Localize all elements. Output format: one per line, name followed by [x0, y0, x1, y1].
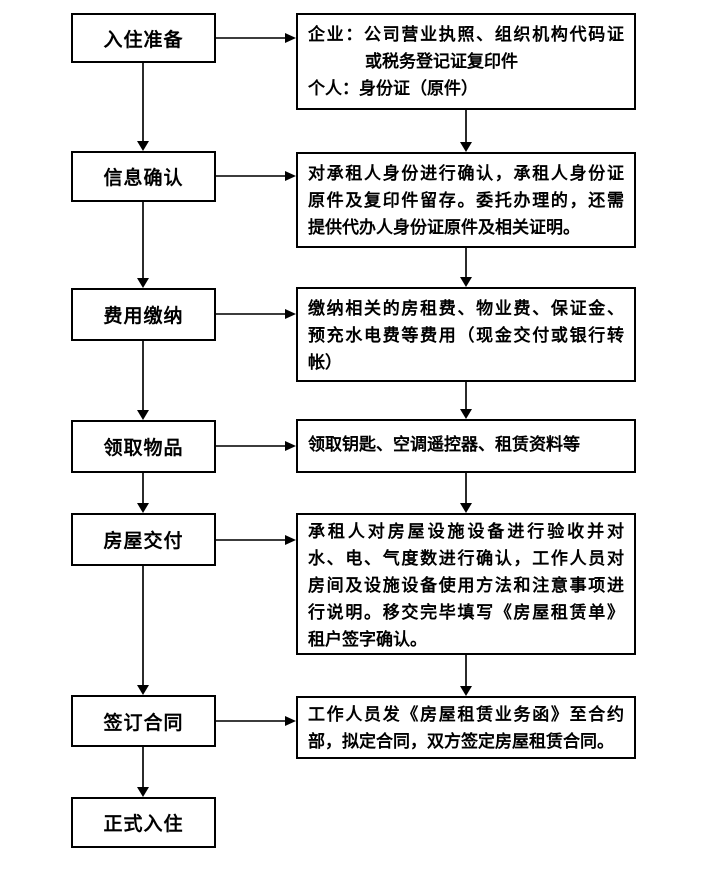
- desc-box-pay-fees: 缴纳相关的房租费、物业费、保证金、 预充水电费等费用（现金交付或银行转 帐）: [296, 287, 636, 382]
- step-label-sign-contract: 签订合同: [103, 712, 184, 734]
- arrowhead-right-icon: [285, 535, 296, 545]
- desc-line: 租户签字确认。: [308, 630, 427, 649]
- step-label-confirm-info: 信息确认: [103, 168, 184, 189]
- connector-line-h3: [216, 313, 286, 315]
- arrowhead-down-icon: [460, 686, 472, 696]
- step-box-move-in: 正式入住: [71, 797, 216, 848]
- connector-line-h4: [216, 445, 286, 447]
- desc-line: 原件及复印件留存。委托办理的，还需: [308, 191, 624, 210]
- arrowhead-down-icon: [137, 503, 149, 513]
- desc-line: 帐）: [308, 353, 342, 372]
- connector-line-vr5: [465, 655, 467, 686]
- connector-line-vr3: [465, 382, 467, 409]
- arrowhead-down-icon: [460, 142, 472, 152]
- connector-line-vl1: [142, 63, 144, 141]
- desc-line: 行说明。移交完毕填写《房屋租赁单》: [308, 603, 624, 622]
- connector-line-vr1: [465, 110, 467, 142]
- desc-line: 提供代办人身份证原件及相关证明。: [308, 218, 580, 237]
- arrowhead-right-icon: [285, 309, 296, 319]
- desc-line: 企业：公司营业执照、组织机构代码证: [308, 25, 624, 44]
- desc-line: 水、电、气度数进行确认，工作人员对: [308, 549, 624, 568]
- arrowhead-down-icon: [137, 141, 149, 151]
- connector-line-h1: [216, 37, 286, 39]
- desc-box-confirm-info: 对承租人身份进行确认，承租人身份证 原件及复印件留存。委托办理的，还需 提供代办…: [296, 152, 636, 248]
- desc-line: 房间及设施设备使用方法和注意事项进: [308, 576, 624, 595]
- desc-box-prepare: 企业：公司营业执照、组织机构代码证 或税务登记证复印件 个人：身份证（原件）: [296, 13, 636, 110]
- arrowhead-down-icon: [137, 787, 149, 797]
- connector-line-h5: [216, 539, 286, 541]
- desc-line: 对承租人身份进行确认，承租人身份证: [308, 164, 624, 183]
- arrowhead-down-icon: [460, 503, 472, 513]
- desc-line: 工作人员发《房屋租赁业务函》至合约: [308, 705, 624, 724]
- desc-line: 承租人对房屋设施设备进行验收并对: [308, 522, 624, 541]
- desc-line: 个人：身份证（原件）: [308, 79, 478, 98]
- step-box-sign-contract: 签订合同: [71, 695, 216, 747]
- connector-line-vl4: [142, 473, 144, 503]
- connector-line-vl6: [142, 747, 144, 787]
- step-box-pay-fees: 费用缴纳: [71, 288, 216, 341]
- connector-line-vr4: [465, 473, 467, 503]
- arrowhead-down-icon: [137, 410, 149, 420]
- connector-line-vl2: [142, 202, 144, 278]
- arrowhead-right-icon: [285, 33, 296, 43]
- step-box-confirm-info: 信息确认: [71, 151, 216, 202]
- step-label-house-handover: 房屋交付: [103, 531, 184, 552]
- desc-box-collect-items: 领取钥匙、空调遥控器、租赁资料等: [296, 419, 636, 473]
- connector-line-vl5: [142, 566, 144, 685]
- arrowhead-right-icon: [285, 441, 296, 451]
- step-label-prepare: 入住准备: [103, 29, 184, 51]
- connector-line-h6: [216, 720, 286, 722]
- desc-box-house-handover: 承租人对房屋设施设备进行验收并对 水、电、气度数进行确认，工作人员对 房间及设施…: [296, 513, 636, 655]
- step-box-house-handover: 房屋交付: [71, 513, 216, 566]
- step-label-move-in: 正式入住: [103, 814, 184, 835]
- desc-box-sign-contract: 工作人员发《房屋租赁业务函》至合约 部，拟定合同，双方签定房屋租赁合同。: [296, 696, 636, 759]
- desc-line: 或税务登记证复印件: [365, 52, 518, 71]
- arrowhead-down-icon: [460, 409, 472, 419]
- desc-line: 预充水电费等费用（现金交付或银行转: [308, 326, 624, 345]
- connector-line-vl3: [142, 341, 144, 410]
- desc-line: 部，拟定合同，双方签定房屋租赁合同。: [308, 732, 614, 751]
- arrowhead-down-icon: [460, 277, 472, 287]
- step-label-pay-fees: 费用缴纳: [103, 306, 184, 327]
- connector-line-vr2: [465, 248, 467, 277]
- connector-line-h2: [216, 175, 286, 177]
- step-label-collect-items: 领取物品: [103, 438, 184, 459]
- arrowhead-right-icon: [285, 716, 296, 726]
- arrowhead-down-icon: [137, 278, 149, 288]
- arrowhead-right-icon: [285, 171, 296, 181]
- step-box-prepare: 入住准备: [71, 13, 216, 63]
- desc-line: 领取钥匙、空调遥控器、租赁资料等: [308, 435, 580, 454]
- step-box-collect-items: 领取物品: [71, 420, 216, 473]
- arrowhead-down-icon: [137, 685, 149, 695]
- desc-line: 缴纳相关的房租费、物业费、保证金、: [308, 299, 624, 318]
